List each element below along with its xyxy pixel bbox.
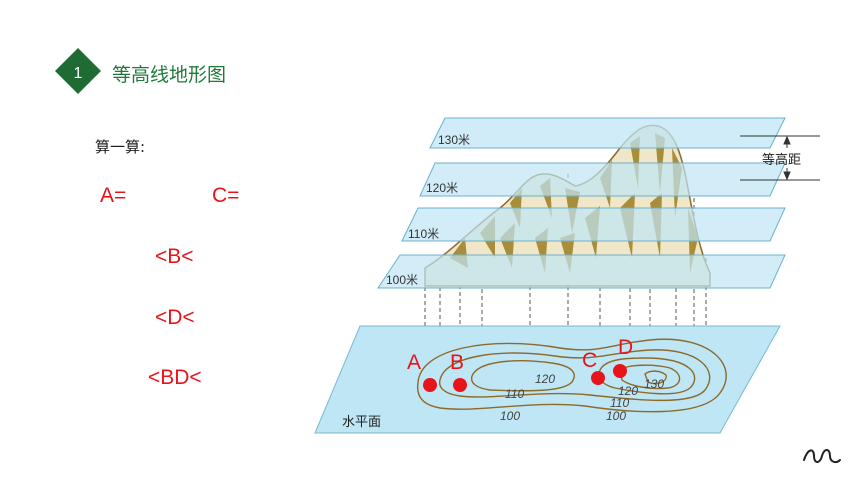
section-title: 等高线地形图 [112,64,227,86]
contour-label-120-left: 120 [535,372,555,386]
calc-line-a: A= [100,184,127,207]
contour-illustration: 100 110 120 130 120 110 100 水平面 130米 120… [314,117,820,434]
section-badge: 1 [55,48,101,94]
contour-label-120-right: 120 [618,384,638,398]
contour-lines [416,338,727,413]
marked-points [423,364,627,392]
point-a [423,378,437,392]
interval-indicator [740,135,820,181]
plane-label-120: 120米 [426,181,458,195]
point-label-a: A [407,351,421,374]
point-b [453,378,467,392]
section-number: 1 [74,65,83,82]
plane-label-100: 100米 [386,273,418,287]
contour-label-110-right: 110 [610,396,629,410]
interval-label: 等高距 [762,152,801,168]
decorative-squiggle-icon [803,449,841,464]
point-c [591,371,605,385]
contour-label-100-left: 100 [500,409,520,423]
elevation-planes [377,117,786,289]
contour-label-110-left: 110 [505,387,524,401]
contour-label-100-right: 100 [606,409,626,423]
calc-label: 算一算: [95,138,146,156]
point-d [613,364,627,378]
calc-line-b: <B< [155,245,194,268]
point-label-d: D [618,336,633,359]
point-label-b: B [450,351,464,374]
contour-label-130: 130 [644,377,664,391]
point-label-c: C [582,349,597,372]
calc-line-c: C= [212,184,240,207]
water-plane-label: 水平面 [342,415,381,430]
plane-label-130: 130米 [438,133,470,147]
plane-label-110: 110米 [408,227,439,241]
calc-line-bd: <BD< [148,366,202,389]
calc-line-d: <D< [155,306,195,329]
